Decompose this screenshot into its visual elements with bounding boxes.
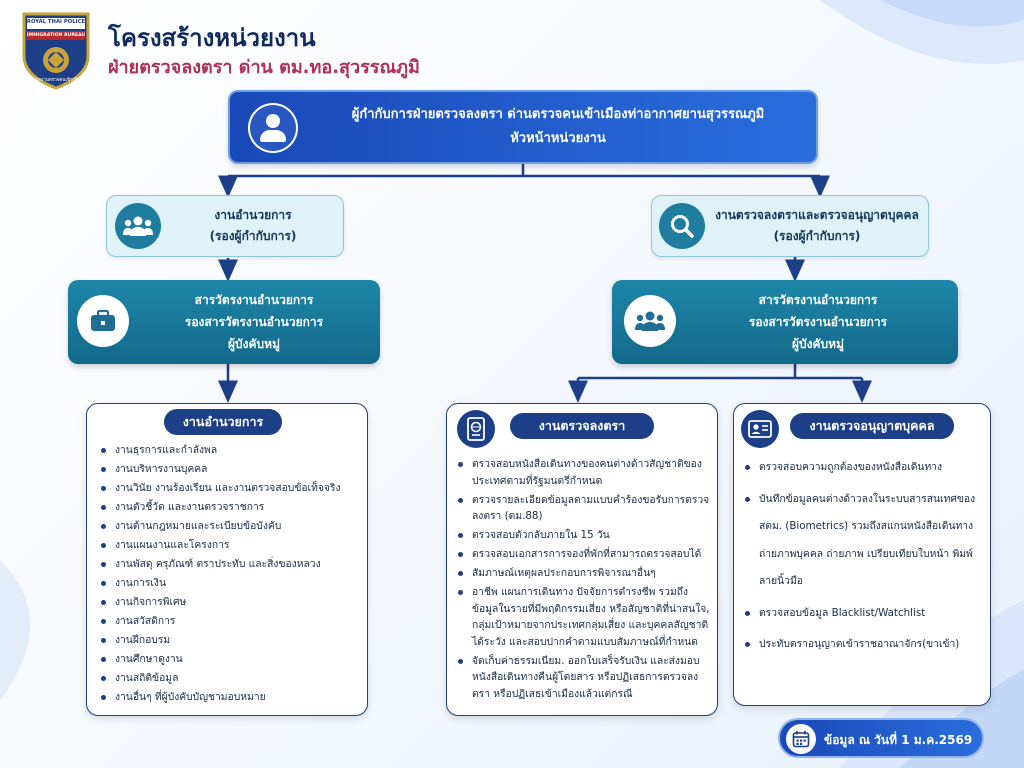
list-item: งานด้านกฎหมายและระเบียบข้อบังคับ (101, 519, 363, 535)
list-item: อาชีพ แผนการเดินทาง ปัจจัยการดำรงชีพ รวม… (458, 584, 711, 650)
admin-deputy-title: งานอำนวยการ (214, 208, 292, 222)
list-item: งานธุรการและกำลังพล (101, 443, 363, 459)
admin-inspector-box: สารวัตรงานอำนวยการ รองสารวัตรงานอำนวยการ… (68, 280, 380, 364)
permit-tasks-list: ตรวจสอบความถูกต้องของหนังสือเดินทาง บันท… (745, 454, 981, 663)
calendar-icon (786, 724, 816, 754)
list-item: งานศึกษาดูงาน (101, 652, 363, 668)
visa-squad-leader-title: ผู้บังคับหมู่ (792, 337, 844, 351)
team-icon (624, 295, 676, 347)
data-date-text: ข้อมูล ณ วันที่ 1 ม.ค.2569 (824, 733, 973, 747)
admin-deputy-box: งานอำนวยการ (รองผู้กำกับการ) (106, 195, 344, 257)
admin-tasks-list: งานธุรการและกำลังพล งานบริหารงานบุคคล งา… (101, 443, 363, 709)
page-title: โครงสร้างหน่วยงาน (108, 24, 316, 52)
list-item: งานวินัย งานร้องเรียน และงานตรวจสอบข้อเท… (101, 481, 363, 497)
list-item: งานบริหารงานบุคคล (101, 462, 363, 478)
immigration-logo: ROYAL THAI POLICE IMMIGRATION BUREAU สำน… (18, 10, 94, 90)
group-icon (115, 203, 161, 249)
logo-text-bottom: สำนักงานตรวจคนเข้าเมือง (30, 78, 83, 83)
permit-tasks-title: งานตรวจอนุญาตบุคคล (790, 413, 954, 439)
admin-tasks-card (86, 403, 368, 716)
visa-tasks-card (446, 403, 718, 716)
list-item: จัดเก็บค่าธรรมเนียม. ออกใบเสร็จรับเงิน แ… (458, 653, 711, 703)
briefcase-icon (77, 295, 129, 347)
list-item: งานพัสดุ ครุภัณฑ์ ตราประทับ และสิ่งของหล… (101, 557, 363, 573)
data-date-badge: ข้อมูล ณ วันที่ 1 ม.ค.2569 (778, 718, 984, 758)
list-item: งานอื่นๆ ที่ผู้บังคับบัญชามอบหมาย (101, 690, 363, 706)
page-subtitle: ฝ่ายตรวจลงตรา ด่าน ตม.ทอ.สุวรรณภูมิ (108, 57, 420, 78)
admin-inspector-title: สารวัตรงานอำนวยการ (194, 293, 314, 307)
person-icon (248, 103, 298, 153)
list-item: งานฝึกอบรม (101, 633, 363, 649)
logo-text-top: ROYAL THAI POLICE (26, 19, 86, 25)
list-item: ตรวจสอบหนังสือเดินทางของคนต่างด้าวสัญชาต… (458, 456, 711, 489)
id-card-icon (741, 410, 779, 448)
list-item: บันทึกข้อมูลคนต่างด้าวลงในระบบสารสนเทศขอ… (745, 486, 981, 596)
permit-tasks-card (733, 403, 991, 706)
list-item: งานตัวชี้วัด และงานตรวจราชการ (101, 500, 363, 516)
list-item: งานกิจการพิเศษ (101, 595, 363, 611)
head-of-unit-box: ผู้กำกับการฝ่ายตรวจลงตรา ด่านตรวจคนเข้าเ… (228, 90, 818, 164)
list-item: ตรวจสอบเอกสารการจองที่พักที่สามารถตรวจสอ… (458, 546, 711, 563)
list-item: งานแผนงานและโครงการ (101, 538, 363, 554)
admin-sub-inspector-title: รองสารวัตรงานอำนวยการ (184, 315, 324, 329)
visa-tasks-title: งานตรวจลงตรา (510, 413, 654, 439)
visa-sub-inspector-title: รองสารวัตรงานอำนวยการ (748, 315, 888, 329)
list-item: ประทับตราอนุญาตเข้าราชอาณาจักร(ขาเข้า) (745, 631, 981, 659)
list-item: ตรวจสอบความถูกต้องของหนังสือเดินทาง (745, 454, 981, 482)
head-of-unit-role: หัวหน้าหน่วยงาน (510, 131, 606, 146)
visa-deputy-title: งานตรวจลงตราและตรวจอนุญาตบุคคล (715, 208, 919, 222)
admin-squad-leader-title: ผู้บังคับหมู่ (228, 337, 280, 351)
list-item: ตรวจสอบข้อมูล Blacklist/Watchlist (745, 600, 981, 628)
magnifier-icon (659, 203, 705, 249)
list-item: ตรวจสอบตัวกลับภายใน 15 วัน (458, 527, 711, 544)
visa-deputy-role: (รองผู้กำกับการ) (773, 229, 861, 243)
list-item: งานการเงิน (101, 576, 363, 592)
list-item: งานสวัสดิการ (101, 614, 363, 630)
admin-tasks-title: งานอำนวยการ (164, 409, 282, 435)
list-item: ตรวจรายละเอียดข้อมูลตามแบบคำร้องขอรับการ… (458, 492, 711, 525)
list-item: สัมภาษณ์เหตุผลประกอบการพิจารณาอื่นๆ (458, 565, 711, 582)
list-item: งานสถิติข้อมูล (101, 671, 363, 687)
logo-text-mid: IMMIGRATION BUREAU (26, 33, 86, 38)
visa-deputy-box: งานตรวจลงตราและตรวจอนุญาตบุคคล (รองผู้กำ… (651, 195, 929, 257)
admin-deputy-role: (รองผู้กำกับการ) (209, 229, 297, 243)
visa-inspector-title: สารวัตรงานอำนวยการ (758, 293, 878, 307)
visa-tasks-list: ตรวจสอบหนังสือเดินทางของคนต่างด้าวสัญชาต… (458, 456, 711, 705)
visa-inspector-box: สารวัตรงานอำนวยการ รองสารวัตรงานอำนวยการ… (612, 280, 958, 364)
passport-icon (457, 410, 495, 448)
head-of-unit-title: ผู้กำกับการฝ่ายตรวจลงตรา ด่านตรวจคนเข้าเ… (351, 107, 765, 122)
